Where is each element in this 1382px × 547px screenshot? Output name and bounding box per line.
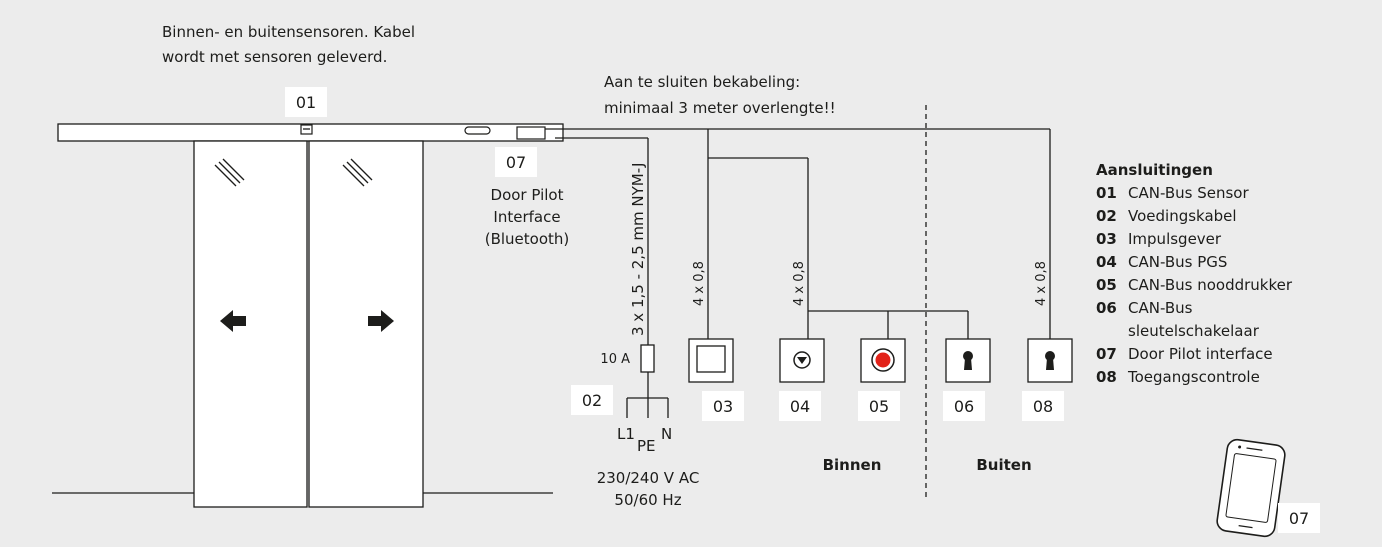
badge-02 bbox=[571, 385, 613, 415]
legend-label-03: Impulsgever bbox=[1128, 230, 1222, 248]
sensor-note-line2: wordt met sensoren geleverd. bbox=[162, 48, 387, 66]
pilot-label-line3: (Bluetooth) bbox=[485, 230, 570, 248]
glass-reflection-right bbox=[342, 158, 373, 187]
badge-05-label: 05 bbox=[869, 397, 889, 416]
legend-num-04: 04 bbox=[1096, 253, 1117, 271]
badge-08-label: 08 bbox=[1033, 397, 1053, 416]
pilot-label-line2: Interface bbox=[493, 208, 560, 226]
badge-05 bbox=[858, 391, 900, 421]
legend-label-01: CAN-Bus Sensor bbox=[1128, 184, 1249, 202]
fuse-label: 10 A bbox=[600, 352, 630, 367]
keyhole-icon bbox=[963, 351, 973, 370]
power-cable-spec: 3 x 1,5 - 2,5 mm NYM-J bbox=[629, 163, 647, 336]
badge-06-label: 06 bbox=[954, 397, 974, 416]
badge-06 bbox=[943, 391, 985, 421]
arrow-left-icon bbox=[220, 310, 246, 332]
legend-label-06: CAN-Bus bbox=[1128, 299, 1193, 317]
legend-label-06-line2: sleutelschakelaar bbox=[1128, 322, 1260, 340]
pilot-interface-box bbox=[516, 126, 546, 140]
access-keyhole-icon bbox=[1045, 351, 1055, 370]
badge-07 bbox=[495, 147, 537, 177]
cable-note-line1: Aan te sluiten bekabeling: bbox=[604, 73, 800, 91]
badge-01-label: 01 bbox=[296, 93, 316, 112]
cable-spec-08: 4 x 0,8 bbox=[1034, 261, 1049, 306]
badge-08 bbox=[1022, 391, 1064, 421]
arrow-right-icon bbox=[368, 310, 394, 332]
pilot-connector bbox=[464, 126, 491, 135]
badge-07-label: 07 bbox=[506, 153, 526, 172]
cable-note-line2: minimaal 3 meter overlengte!! bbox=[604, 99, 836, 117]
zone-inside-label: Binnen bbox=[823, 456, 882, 474]
badge-07-phone bbox=[1278, 503, 1320, 533]
pilot-label-line1: Door Pilot bbox=[491, 186, 564, 204]
badge-03-label: 03 bbox=[713, 397, 733, 416]
legend-num-07: 07 bbox=[1096, 345, 1117, 363]
badge-04 bbox=[779, 391, 821, 421]
fuse-symbol bbox=[640, 344, 655, 373]
legend-num-08: 08 bbox=[1096, 368, 1117, 386]
legend-label-05: CAN-Bus nooddrukker bbox=[1128, 276, 1293, 294]
cable-bus bbox=[545, 128, 1051, 345]
cable-spec-03: 4 x 0,8 bbox=[692, 261, 707, 306]
terminal-n: N bbox=[661, 425, 672, 443]
legend-num-02: 02 bbox=[1096, 207, 1117, 225]
zone-outside-label: Buiten bbox=[976, 456, 1031, 474]
badge-03 bbox=[702, 391, 744, 421]
legend-num-06: 06 bbox=[1096, 299, 1117, 317]
sensor-note-line1: Binnen- en buitensensoren. Kabel bbox=[162, 23, 415, 41]
power-frequency: 50/60 Hz bbox=[614, 491, 681, 509]
smartphone-icon bbox=[1216, 438, 1286, 538]
glass-reflection-left bbox=[214, 158, 245, 187]
legend-label-07: Door Pilot interface bbox=[1128, 345, 1273, 363]
terminal-pe: PE bbox=[637, 437, 656, 455]
legend-num-01: 01 bbox=[1096, 184, 1117, 202]
badge-04-label: 04 bbox=[790, 397, 810, 416]
legend-label-04: CAN-Bus PGS bbox=[1128, 253, 1227, 271]
connections-legend: Aansluitingen 01 CAN-Bus Sensor 02 Voedi… bbox=[1096, 161, 1293, 386]
legend-num-03: 03 bbox=[1096, 230, 1117, 248]
legend-num-05: 05 bbox=[1096, 276, 1117, 294]
power-voltage: 230/240 V AC bbox=[597, 469, 700, 487]
door-panel-left bbox=[193, 140, 308, 508]
selector-pointer-icon bbox=[797, 357, 807, 364]
badge-02-label: 02 bbox=[582, 391, 602, 410]
legend-title: Aansluitingen bbox=[1096, 161, 1213, 179]
cable-spec-04: 4 x 0,8 bbox=[792, 261, 807, 306]
badge-07-phone-label: 07 bbox=[1289, 509, 1309, 528]
legend-label-08: Toegangscontrole bbox=[1127, 368, 1260, 386]
door-panel-right bbox=[308, 140, 424, 508]
badge-01 bbox=[285, 87, 327, 117]
emergency-button-icon bbox=[875, 352, 891, 368]
terminal-l1: L1 bbox=[617, 425, 635, 443]
impulse-switch-face bbox=[696, 345, 726, 373]
legend-label-02: Voedingskabel bbox=[1128, 207, 1237, 225]
